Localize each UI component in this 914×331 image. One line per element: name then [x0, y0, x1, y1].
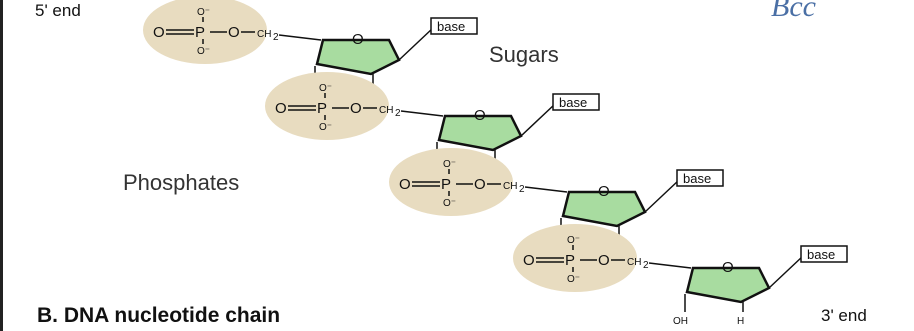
ring-oxygen: O: [598, 183, 610, 200]
phosphate-circle: [389, 148, 513, 216]
ch2-group: CH: [379, 105, 393, 116]
base-box: [430, 17, 478, 35]
c2-hydrogen: H: [737, 316, 744, 327]
base-box: [676, 169, 724, 187]
ring-oxygen: O: [722, 259, 734, 276]
ch2-subscript: 2: [643, 260, 649, 271]
sugar-ring: [685, 266, 771, 304]
c3-hydroxyl: OH: [673, 316, 688, 327]
bond-sugar-base: [768, 255, 804, 289]
bond-sugar-base: [644, 179, 680, 213]
ch2-subscript: 2: [519, 184, 525, 195]
ch2-group: CH: [627, 257, 641, 268]
base-label: base: [437, 19, 465, 34]
phosphate-double-o: O: [399, 176, 411, 193]
phosphate-double-o: O: [153, 24, 165, 41]
phosphate-top-o-minus: O⁻: [319, 83, 332, 94]
bond-ch2-sugar: [400, 110, 444, 117]
ch2-group: CH: [257, 29, 271, 40]
bond-sugar-base: [520, 103, 556, 137]
phosphates-label: Phosphates: [123, 170, 239, 195]
sugar-ring: [315, 38, 401, 76]
bond-ch2-sugar: [648, 262, 692, 269]
phosphate-top-o-minus: O⁻: [443, 159, 456, 170]
ring-oxygen: O: [352, 31, 364, 48]
bond-ch2-sugar: [524, 186, 568, 193]
phosphate-double-o: O: [275, 100, 287, 117]
ch2-subscript: 2: [395, 108, 401, 119]
base-label: base: [683, 171, 711, 186]
ester-oxygen: O: [598, 252, 610, 269]
phosphate-circle: [513, 224, 637, 292]
phosphate-circle: [265, 72, 389, 140]
phosphorus-atom: P: [195, 24, 205, 41]
phosphate-bottom-o-minus: O⁻: [443, 198, 456, 209]
three-prime-end-label: 3' end: [821, 306, 867, 325]
phosphate-bottom-o-minus: O⁻: [567, 274, 580, 285]
ester-oxygen: O: [474, 176, 486, 193]
phosphorus-atom: P: [565, 252, 575, 269]
sugar-ring: [561, 190, 647, 228]
phosphate-bottom-o-minus: O⁻: [197, 46, 210, 57]
base-box: [800, 245, 848, 263]
base-box: [552, 93, 600, 111]
dna-chain-diagram: Bcc 5' end Sugars Phosphates B. DNA nucl…: [35, 0, 867, 327]
phosphorus-atom: P: [317, 100, 327, 117]
sugar-ring: [437, 114, 523, 152]
phosphate-top-o-minus: O⁻: [197, 7, 210, 18]
ester-oxygen: O: [350, 100, 362, 117]
sugars-label: Sugars: [489, 42, 559, 67]
bond-sugar-base: [398, 27, 434, 61]
phosphorus-atom: P: [441, 176, 451, 193]
base-label: base: [559, 95, 587, 110]
phosphate-top-o-minus: O⁻: [567, 235, 580, 246]
five-prime-end-label: 5' end: [35, 1, 81, 20]
base-label: base: [807, 247, 835, 262]
ch2-group: CH: [503, 181, 517, 192]
ester-oxygen: O: [228, 24, 240, 41]
corner-logo-text: Bcc: [771, 0, 816, 23]
ring-oxygen: O: [474, 107, 486, 124]
ch2-subscript: 2: [273, 32, 279, 43]
chain-title: B. DNA nucleotide chain: [37, 304, 280, 327]
phosphate-double-o: O: [523, 252, 535, 269]
phosphate-circle: [143, 0, 267, 64]
bond-ch2-sugar: [278, 34, 322, 41]
phosphate-bottom-o-minus: O⁻: [319, 122, 332, 133]
